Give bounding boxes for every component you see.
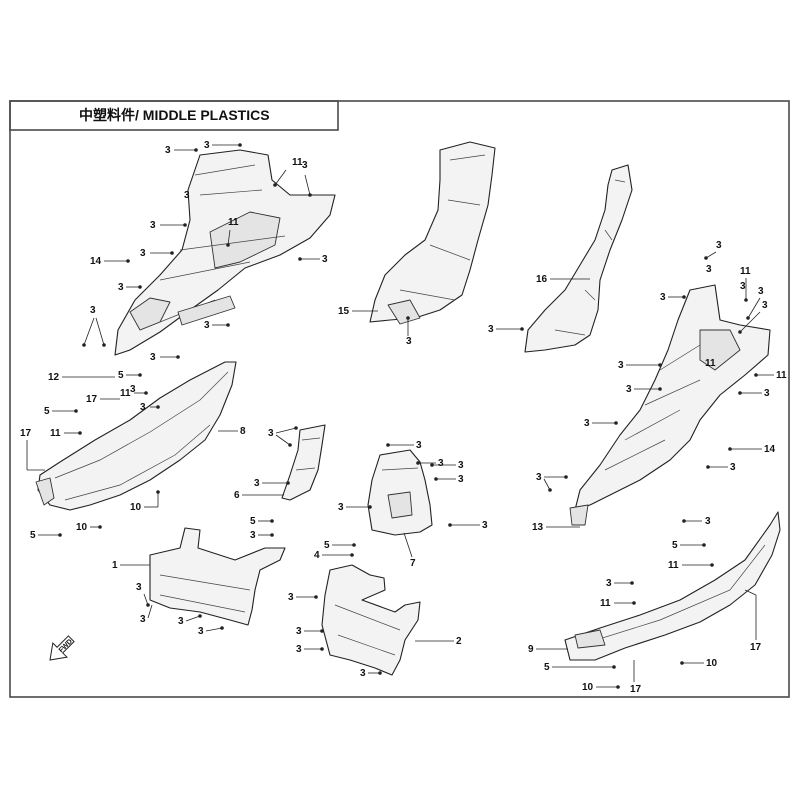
callout-3: 3 bbox=[438, 458, 444, 469]
callout-3: 3 bbox=[458, 460, 464, 471]
callout-3: 3 bbox=[90, 305, 96, 316]
callout-5: 5 bbox=[250, 516, 256, 527]
callout-11: 11 bbox=[776, 370, 787, 381]
callout-17: 17 bbox=[86, 394, 98, 405]
callout-13: 13 bbox=[532, 522, 544, 533]
callout-3: 3 bbox=[178, 616, 184, 627]
callout-1: 1 bbox=[112, 560, 118, 571]
callout-3: 3 bbox=[136, 582, 142, 593]
title-box bbox=[9, 100, 339, 131]
callout-3: 3 bbox=[268, 428, 274, 439]
callout-9: 9 bbox=[528, 644, 534, 655]
callout-11: 11 bbox=[600, 598, 611, 609]
part-14-left-upper-panel bbox=[114, 149, 336, 356]
callout-17: 17 bbox=[630, 684, 642, 695]
callout-3: 3 bbox=[130, 384, 136, 395]
callout-10: 10 bbox=[130, 502, 142, 513]
part-8-left-side-panel bbox=[35, 361, 237, 511]
diagram-title: 中塑料件/ MIDDLE PLASTICS bbox=[79, 107, 270, 123]
callout-3: 3 bbox=[150, 352, 156, 363]
callout-6: 6 bbox=[234, 490, 240, 501]
callout-5: 5 bbox=[118, 370, 124, 381]
callout-17: 17 bbox=[750, 642, 762, 653]
callout-3: 3 bbox=[458, 474, 464, 485]
callout-3: 3 bbox=[660, 292, 666, 303]
callout-4: 4 bbox=[314, 550, 320, 561]
callout-11: 11 bbox=[740, 266, 751, 277]
callout-3: 3 bbox=[302, 160, 308, 171]
callout-3: 3 bbox=[184, 190, 190, 201]
callout-10: 10 bbox=[582, 682, 594, 693]
callout-11: 11 bbox=[120, 388, 131, 399]
callout-3: 3 bbox=[140, 402, 146, 413]
callout-3: 3 bbox=[406, 336, 412, 347]
callout-14: 14 bbox=[90, 256, 102, 267]
callout-16: 16 bbox=[536, 274, 548, 285]
callout-5: 5 bbox=[324, 540, 330, 551]
callout-3: 3 bbox=[730, 462, 736, 473]
callout-3: 3 bbox=[254, 478, 260, 489]
callout-10: 10 bbox=[76, 522, 88, 533]
callout-11: 11 bbox=[668, 560, 679, 571]
callout-3: 3 bbox=[140, 614, 146, 625]
callout-3: 3 bbox=[322, 254, 328, 265]
callout-3: 3 bbox=[150, 220, 156, 231]
callout-3: 3 bbox=[762, 300, 768, 311]
callout-11: 11 bbox=[228, 217, 239, 228]
callout-3: 3 bbox=[618, 360, 624, 371]
callout-3: 3 bbox=[338, 502, 344, 513]
callout-3: 3 bbox=[118, 282, 124, 293]
callout-5: 5 bbox=[672, 540, 678, 551]
callout-3: 3 bbox=[488, 324, 494, 335]
callout-3: 3 bbox=[296, 626, 302, 637]
callout-14: 14 bbox=[764, 444, 776, 455]
callout-10: 10 bbox=[706, 658, 718, 669]
callout-3: 3 bbox=[204, 140, 210, 151]
part-13-right-frame-panel bbox=[569, 284, 771, 526]
callout-5: 5 bbox=[544, 662, 550, 673]
callout-3: 3 bbox=[536, 472, 542, 483]
callout-3: 3 bbox=[482, 520, 488, 531]
callout-8: 8 bbox=[240, 426, 246, 437]
callout-2: 2 bbox=[456, 636, 462, 647]
part-2-lower-center-panel bbox=[321, 564, 421, 676]
callout-3: 3 bbox=[705, 516, 711, 527]
callout-3: 3 bbox=[288, 592, 294, 603]
callout-12: 12 bbox=[48, 372, 60, 383]
callout-3: 3 bbox=[165, 145, 171, 156]
part-1-lower-left-panel bbox=[149, 527, 286, 626]
callout-3: 3 bbox=[764, 388, 770, 399]
callout-3: 3 bbox=[204, 320, 210, 331]
callout-11: 11 bbox=[292, 157, 303, 168]
callout-3: 3 bbox=[626, 384, 632, 395]
diagram-border bbox=[9, 100, 790, 698]
callout-3: 3 bbox=[584, 418, 590, 429]
callout-3: 3 bbox=[706, 264, 712, 275]
callout-3: 3 bbox=[716, 240, 722, 251]
callout-17: 17 bbox=[20, 428, 32, 439]
callout-3: 3 bbox=[758, 286, 764, 297]
callout-labels: 3 3 11 3 3 3 11 3 14 3 3 3 3 3 12 5 3 17 bbox=[20, 140, 787, 695]
callout-5: 5 bbox=[30, 530, 36, 541]
part-6-small-bracket bbox=[281, 424, 326, 501]
callout-3: 3 bbox=[296, 644, 302, 655]
callout-3: 3 bbox=[606, 578, 612, 589]
callout-11: 11 bbox=[705, 358, 716, 369]
callout-3: 3 bbox=[416, 440, 422, 451]
callout-7: 7 bbox=[410, 558, 416, 569]
part-9-lower-right-rocker bbox=[564, 511, 781, 661]
callout-3: 3 bbox=[360, 668, 366, 679]
callout-5: 5 bbox=[44, 406, 50, 417]
callout-15: 15 bbox=[338, 306, 350, 317]
fwd-arrow-icon: FWD bbox=[49, 635, 75, 661]
callout-3: 3 bbox=[250, 530, 256, 541]
callout-3: 3 bbox=[198, 626, 204, 637]
callout-11: 11 bbox=[50, 428, 61, 439]
part-7-center-cover bbox=[367, 449, 433, 536]
callout-3: 3 bbox=[740, 281, 746, 292]
callout-3: 3 bbox=[140, 248, 146, 259]
part-15-center-footwell bbox=[369, 141, 496, 325]
part-16-right-vertical-panel bbox=[524, 164, 633, 353]
